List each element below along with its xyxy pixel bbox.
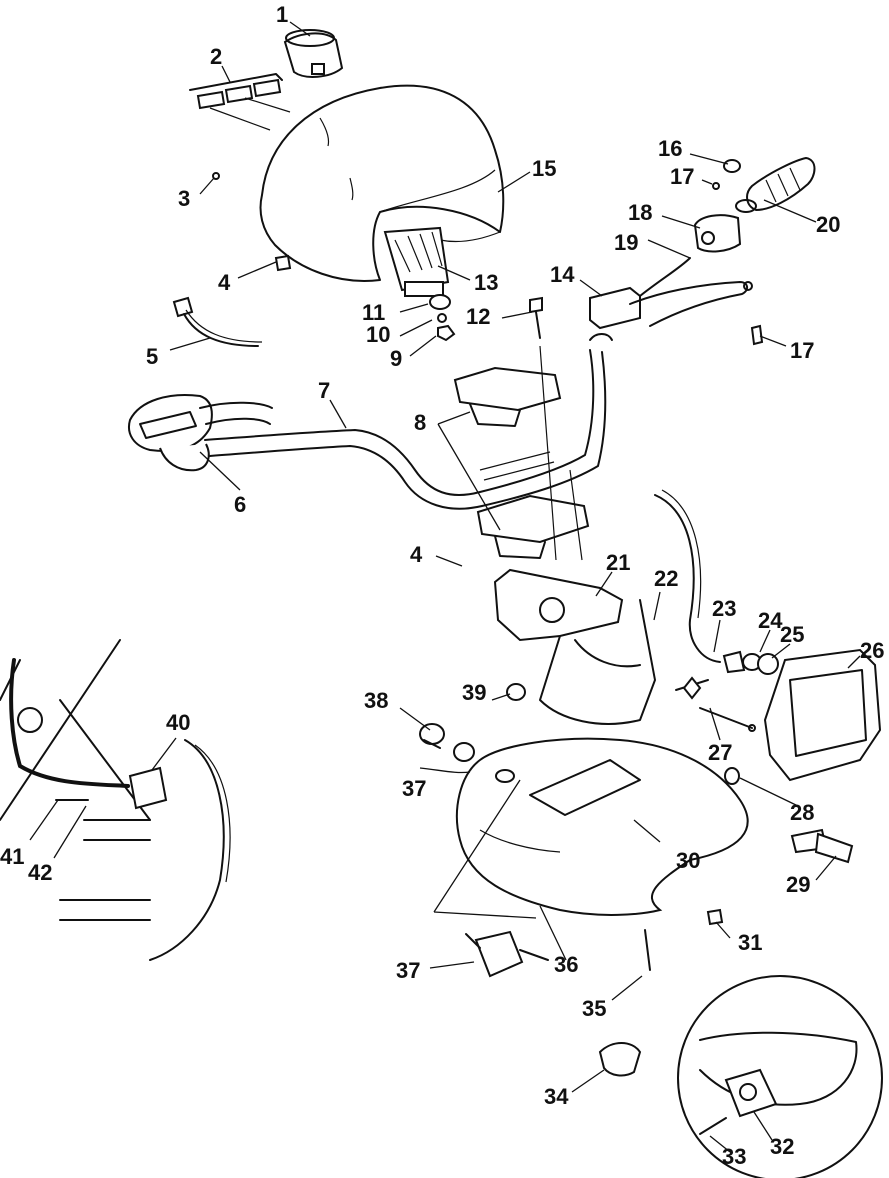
gauge-cup: [283, 29, 344, 78]
callout-1: 1: [276, 2, 288, 27]
callout-2: 2: [210, 44, 222, 69]
callout-41: 41: [0, 844, 24, 869]
callout-36: 36: [554, 952, 578, 977]
callout-35: 35: [582, 996, 606, 1021]
callout-24: 24: [758, 608, 783, 633]
throttle-housing: [693, 214, 742, 253]
detail-inset: [677, 975, 883, 1178]
callout-18: 18: [628, 200, 652, 225]
callout-33: 33: [722, 1144, 746, 1169]
brake-inset: [0, 639, 231, 961]
callout-37b: 37: [396, 958, 420, 983]
callout-15: 15: [532, 156, 556, 181]
callout-4b: 4: [410, 542, 423, 567]
callout-9: 9: [390, 346, 402, 371]
callout-12: 12: [466, 304, 490, 329]
callout-5: 5: [146, 344, 158, 369]
callout-4a: 4: [218, 270, 231, 295]
hand-grip: [735, 156, 816, 213]
switch-assembly: [465, 930, 549, 978]
callout-3: 3: [178, 186, 190, 211]
front-nose-panel: [456, 737, 749, 916]
callout-32: 32: [770, 1134, 794, 1159]
decal-strips: [189, 73, 291, 131]
handlebar: [204, 333, 613, 510]
callout-17a: 17: [670, 164, 694, 189]
callout-8: 8: [414, 410, 426, 435]
callout-27: 27: [708, 740, 732, 765]
callout-11: 11: [362, 300, 385, 325]
leader-lines: [29, 21, 861, 1153]
callout-39: 39: [462, 680, 486, 705]
handlebar-clamps: [453, 345, 590, 561]
callout-28: 28: [790, 800, 814, 825]
callout-29: 29: [786, 872, 810, 897]
callout-13: 13: [474, 270, 498, 295]
callout-16: 16: [658, 136, 682, 161]
callout-34: 34: [544, 1084, 569, 1109]
callout-17b: 17: [790, 338, 814, 363]
callout-7: 7: [318, 378, 330, 403]
callout-10: 10: [366, 322, 390, 347]
ignition-switch: [419, 723, 445, 749]
callout-25: 25: [780, 622, 804, 647]
mounting-bracket: [493, 568, 656, 725]
callout-30: 30: [676, 848, 700, 873]
callout-23: 23: [712, 596, 736, 621]
callout-37a: 37: [402, 776, 426, 801]
callout-19: 19: [614, 230, 638, 255]
callout-42: 42: [28, 860, 52, 885]
master-cylinder-lever: [589, 257, 753, 330]
callout-20: 20: [816, 212, 840, 237]
cable-clip: [598, 1042, 642, 1077]
speedometer-housing: [128, 394, 273, 472]
callout-31: 31: [738, 930, 762, 955]
headlight-pod-cover: [259, 84, 505, 282]
callout-26: 26: [860, 638, 884, 663]
callout-21: 21: [606, 550, 630, 575]
callout-40: 40: [166, 710, 190, 735]
headlight-bracket: [383, 226, 450, 297]
callout-6: 6: [234, 492, 246, 517]
callout-38: 38: [364, 688, 388, 713]
headlight: [763, 648, 882, 782]
callout-22: 22: [654, 566, 678, 591]
callout-14: 14: [550, 262, 575, 287]
